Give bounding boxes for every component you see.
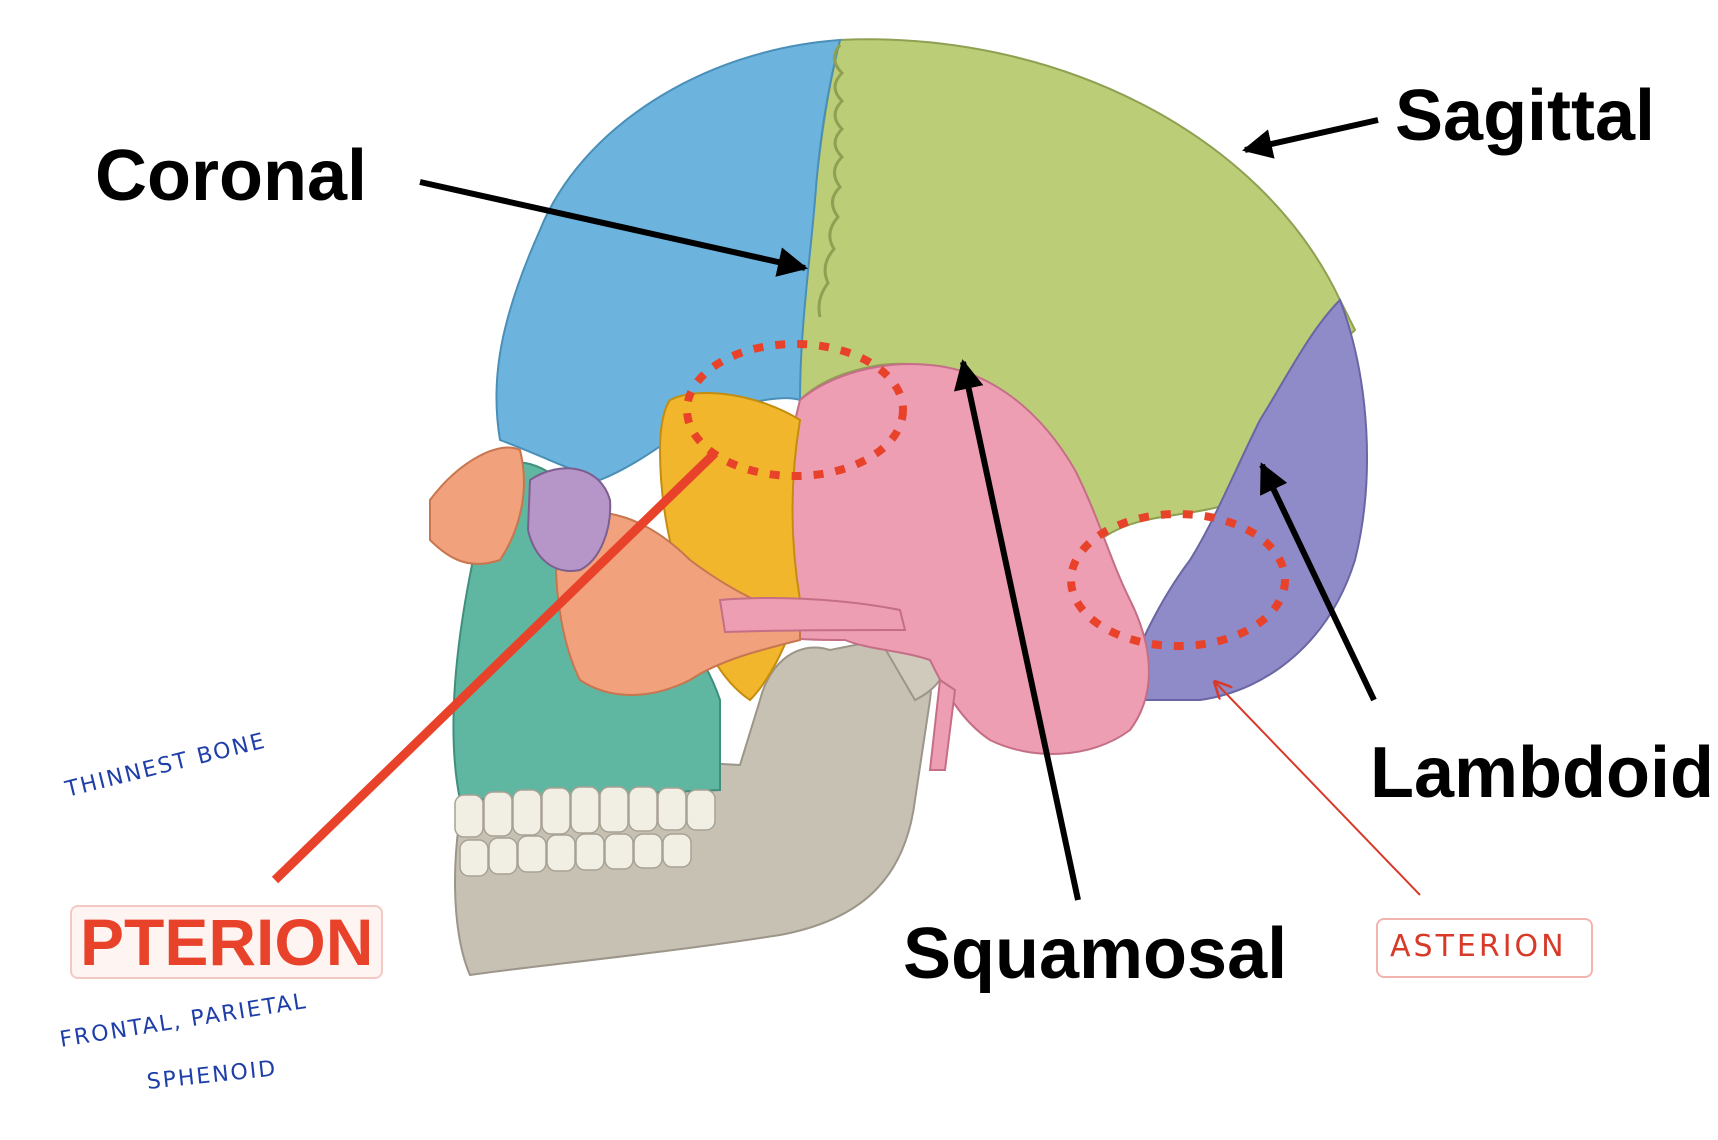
asterion-marker-ellipse	[1067, 510, 1289, 650]
pterion-label: PTERION	[70, 905, 384, 979]
coronal-label: Coronal	[95, 136, 368, 216]
lambdoid-arrow	[1259, 462, 1377, 702]
zygomatic-arch	[718, 597, 907, 634]
styloid-process	[928, 678, 957, 771]
coronal-arrow	[419, 179, 808, 277]
pterion-pointer-line	[271, 449, 719, 884]
nasal-bone	[429, 446, 525, 565]
coronal-suture	[817, 44, 845, 318]
frontal-bone	[495, 38, 842, 482]
teeth	[454, 786, 716, 877]
asterion-arrow	[1215, 682, 1421, 896]
lambdoid-label: Lambdoid	[1370, 733, 1714, 813]
zygomatic-bone	[555, 511, 801, 696]
pterion-marker-ellipse	[683, 340, 907, 480]
orbit	[526, 467, 612, 572]
squamosal-arrow	[953, 359, 1081, 901]
sagittal-label: Sagittal	[1395, 76, 1656, 156]
squamosal-label: Squamosal	[903, 914, 1288, 994]
sagittal-arrow	[1242, 117, 1379, 159]
asterion-label: ASTERION	[1376, 918, 1593, 978]
